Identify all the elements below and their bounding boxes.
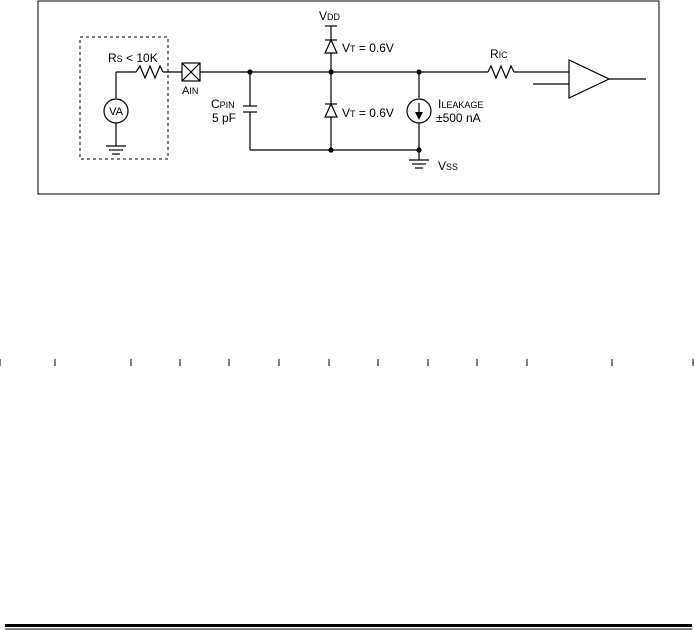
diode-bottom-label: VT = 0.6V bbox=[342, 106, 394, 120]
diode-top bbox=[324, 38, 338, 72]
cpin-capacitor bbox=[243, 72, 257, 150]
cpin-value: 5 pF bbox=[212, 111, 236, 125]
cpin-label: CPIN bbox=[211, 97, 235, 111]
ground-symbol-vss bbox=[409, 159, 429, 169]
va-label: VA bbox=[109, 106, 124, 118]
ain-label: AIN bbox=[182, 85, 198, 97]
diagram-frame bbox=[37, 0, 660, 195]
ileakage-label: ILEAKAGE bbox=[438, 97, 483, 111]
vss-label: VSS bbox=[438, 159, 458, 173]
source-dashed-box bbox=[79, 36, 169, 160]
diode-top-label: VT = 0.6V bbox=[342, 41, 394, 55]
ric-resistor bbox=[487, 64, 515, 80]
ain-pin-pad bbox=[181, 62, 201, 82]
ileakage-value: ±500 nA bbox=[436, 111, 481, 125]
rs-resistor bbox=[135, 64, 164, 80]
bottom-rule bbox=[5, 624, 692, 627]
buffer-amplifier bbox=[568, 59, 611, 99]
ric-label: RIC bbox=[490, 47, 508, 61]
diode-bottom bbox=[324, 72, 338, 150]
rs-label: RS < 10K bbox=[108, 51, 158, 65]
vdd-label: VDD bbox=[319, 9, 341, 23]
leakage-current-source bbox=[406, 72, 432, 160]
ground-symbol-source bbox=[106, 145, 126, 155]
tick-row bbox=[0, 359, 694, 366]
voltage-source: VA bbox=[103, 71, 136, 146]
